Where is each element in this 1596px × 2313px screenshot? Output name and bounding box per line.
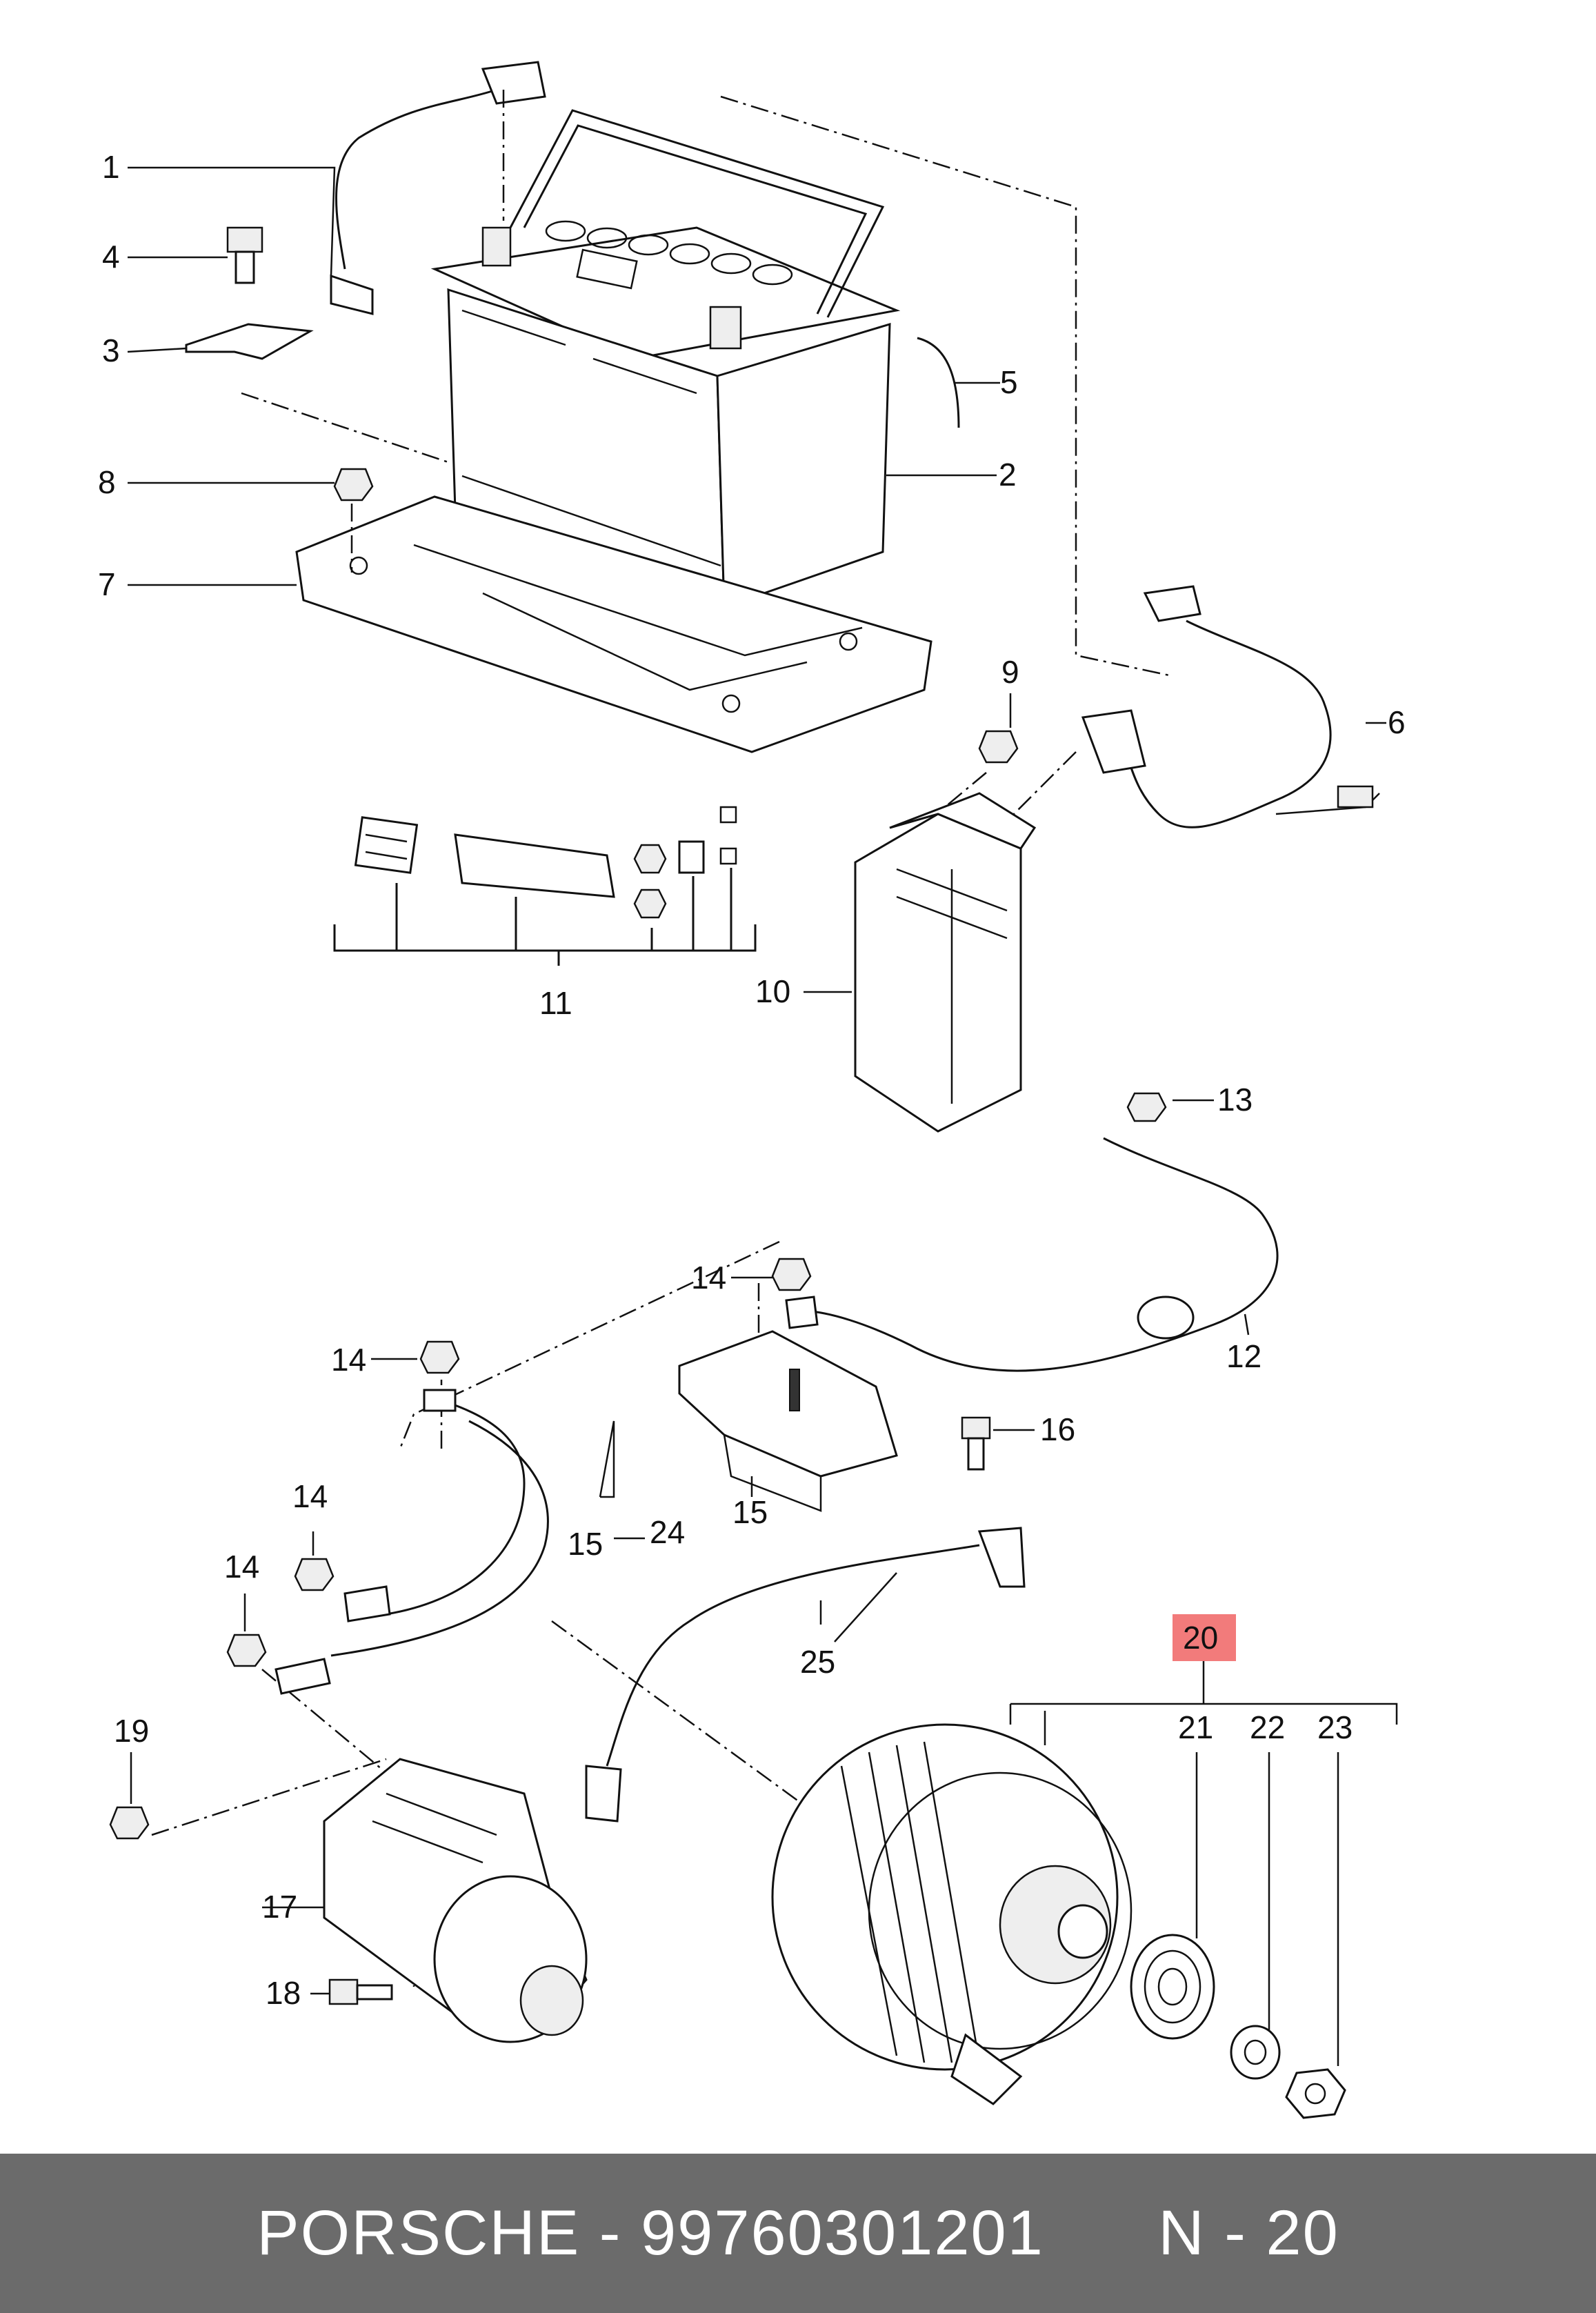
holder-15 [678,1330,898,1512]
washer-22 [1230,2025,1281,2080]
callout-13: 13 [1217,1082,1253,1118]
callout-20: 20 [1183,1620,1218,1656]
callout-22: 22 [1250,1709,1285,1745]
callout-2: 2 [999,457,1017,493]
callout-18: 18 [266,1975,301,2011]
bracket-3 [185,323,314,360]
callout-14-left: 14 [292,1478,328,1514]
callout-7: 7 [98,566,116,602]
callout-9: 9 [1001,654,1019,690]
kit-11 [333,806,757,966]
callout-25: 25 [800,1644,835,1680]
callout-14-lower: 14 [224,1549,259,1585]
footer-brand: PORSCHE [257,2198,581,2268]
parts-diagram: 1 2 3 4 5 6 7 8 9 10 11 12 13 14 14 14 1… [98,61,1406,2119]
callout-11: 11 [539,985,572,1021]
alternator-20 [771,1723,1133,2105]
callout-leaders [127,166,1398,2066]
battery-tray [295,495,932,753]
footer-separator: - [580,2198,641,2268]
callout-8: 8 [98,464,116,500]
callout-5: 5 [1000,364,1018,400]
callout-24: 24 [650,1514,685,1550]
cable-12 [785,1137,1279,1372]
callout-14-top: 14 [691,1260,726,1296]
assembly-leaders [151,90,1173,1987]
callout-15-holder: 15 [732,1494,768,1530]
highlight-box-20 [1173,1614,1236,1661]
bolt-4 [226,226,263,284]
callout-21: 21 [1178,1709,1213,1745]
nut-8 [333,468,374,502]
cable-25 [585,1527,1026,1823]
callout-3: 3 [102,332,120,368]
callout-14-mid: 14 [331,1342,366,1378]
cable-6 [1081,585,1380,828]
callout-1: 1 [102,149,120,185]
cable-set-24 [275,1389,549,1695]
callout-10: 10 [755,973,790,1009]
callout-15-cable: 15 [568,1526,603,1562]
footer-bar: PORSCHE - 99760301201 N - 20 [0,2154,1596,2313]
starter-motor-17 [323,1758,588,2043]
footer-part-number: 99760301201 [641,2198,1044,2268]
callout-6: 6 [1388,704,1406,740]
ground-cable-1 [330,61,546,315]
vent-hose-5 [917,337,960,428]
callout-23: 23 [1317,1709,1353,1745]
nut-23 [1285,2068,1346,2119]
callout-19: 19 [114,1713,149,1749]
footer-page-ref: N - 20 [1158,2198,1339,2268]
bolt-18 [328,1978,393,2005]
callout-16: 16 [1040,1411,1075,1447]
nut-9 [978,730,1019,764]
nut-14-set [226,1258,812,1667]
callout-17: 17 [262,1889,297,1925]
callout-labels: 1 2 3 4 5 6 7 8 9 10 11 12 13 14 14 14 1… [98,149,1406,2011]
nut-19 [109,1806,150,1840]
pulley-21 [1130,1934,1215,2040]
callout-12: 12 [1226,1338,1261,1374]
nut-13 [1126,1092,1167,1122]
control-unit-10 [854,792,1037,1133]
bolt-16 [961,1416,991,1471]
callout-4: 4 [102,239,120,275]
footer-label: PORSCHE - 99760301201 N - 20 [257,2197,1339,2270]
